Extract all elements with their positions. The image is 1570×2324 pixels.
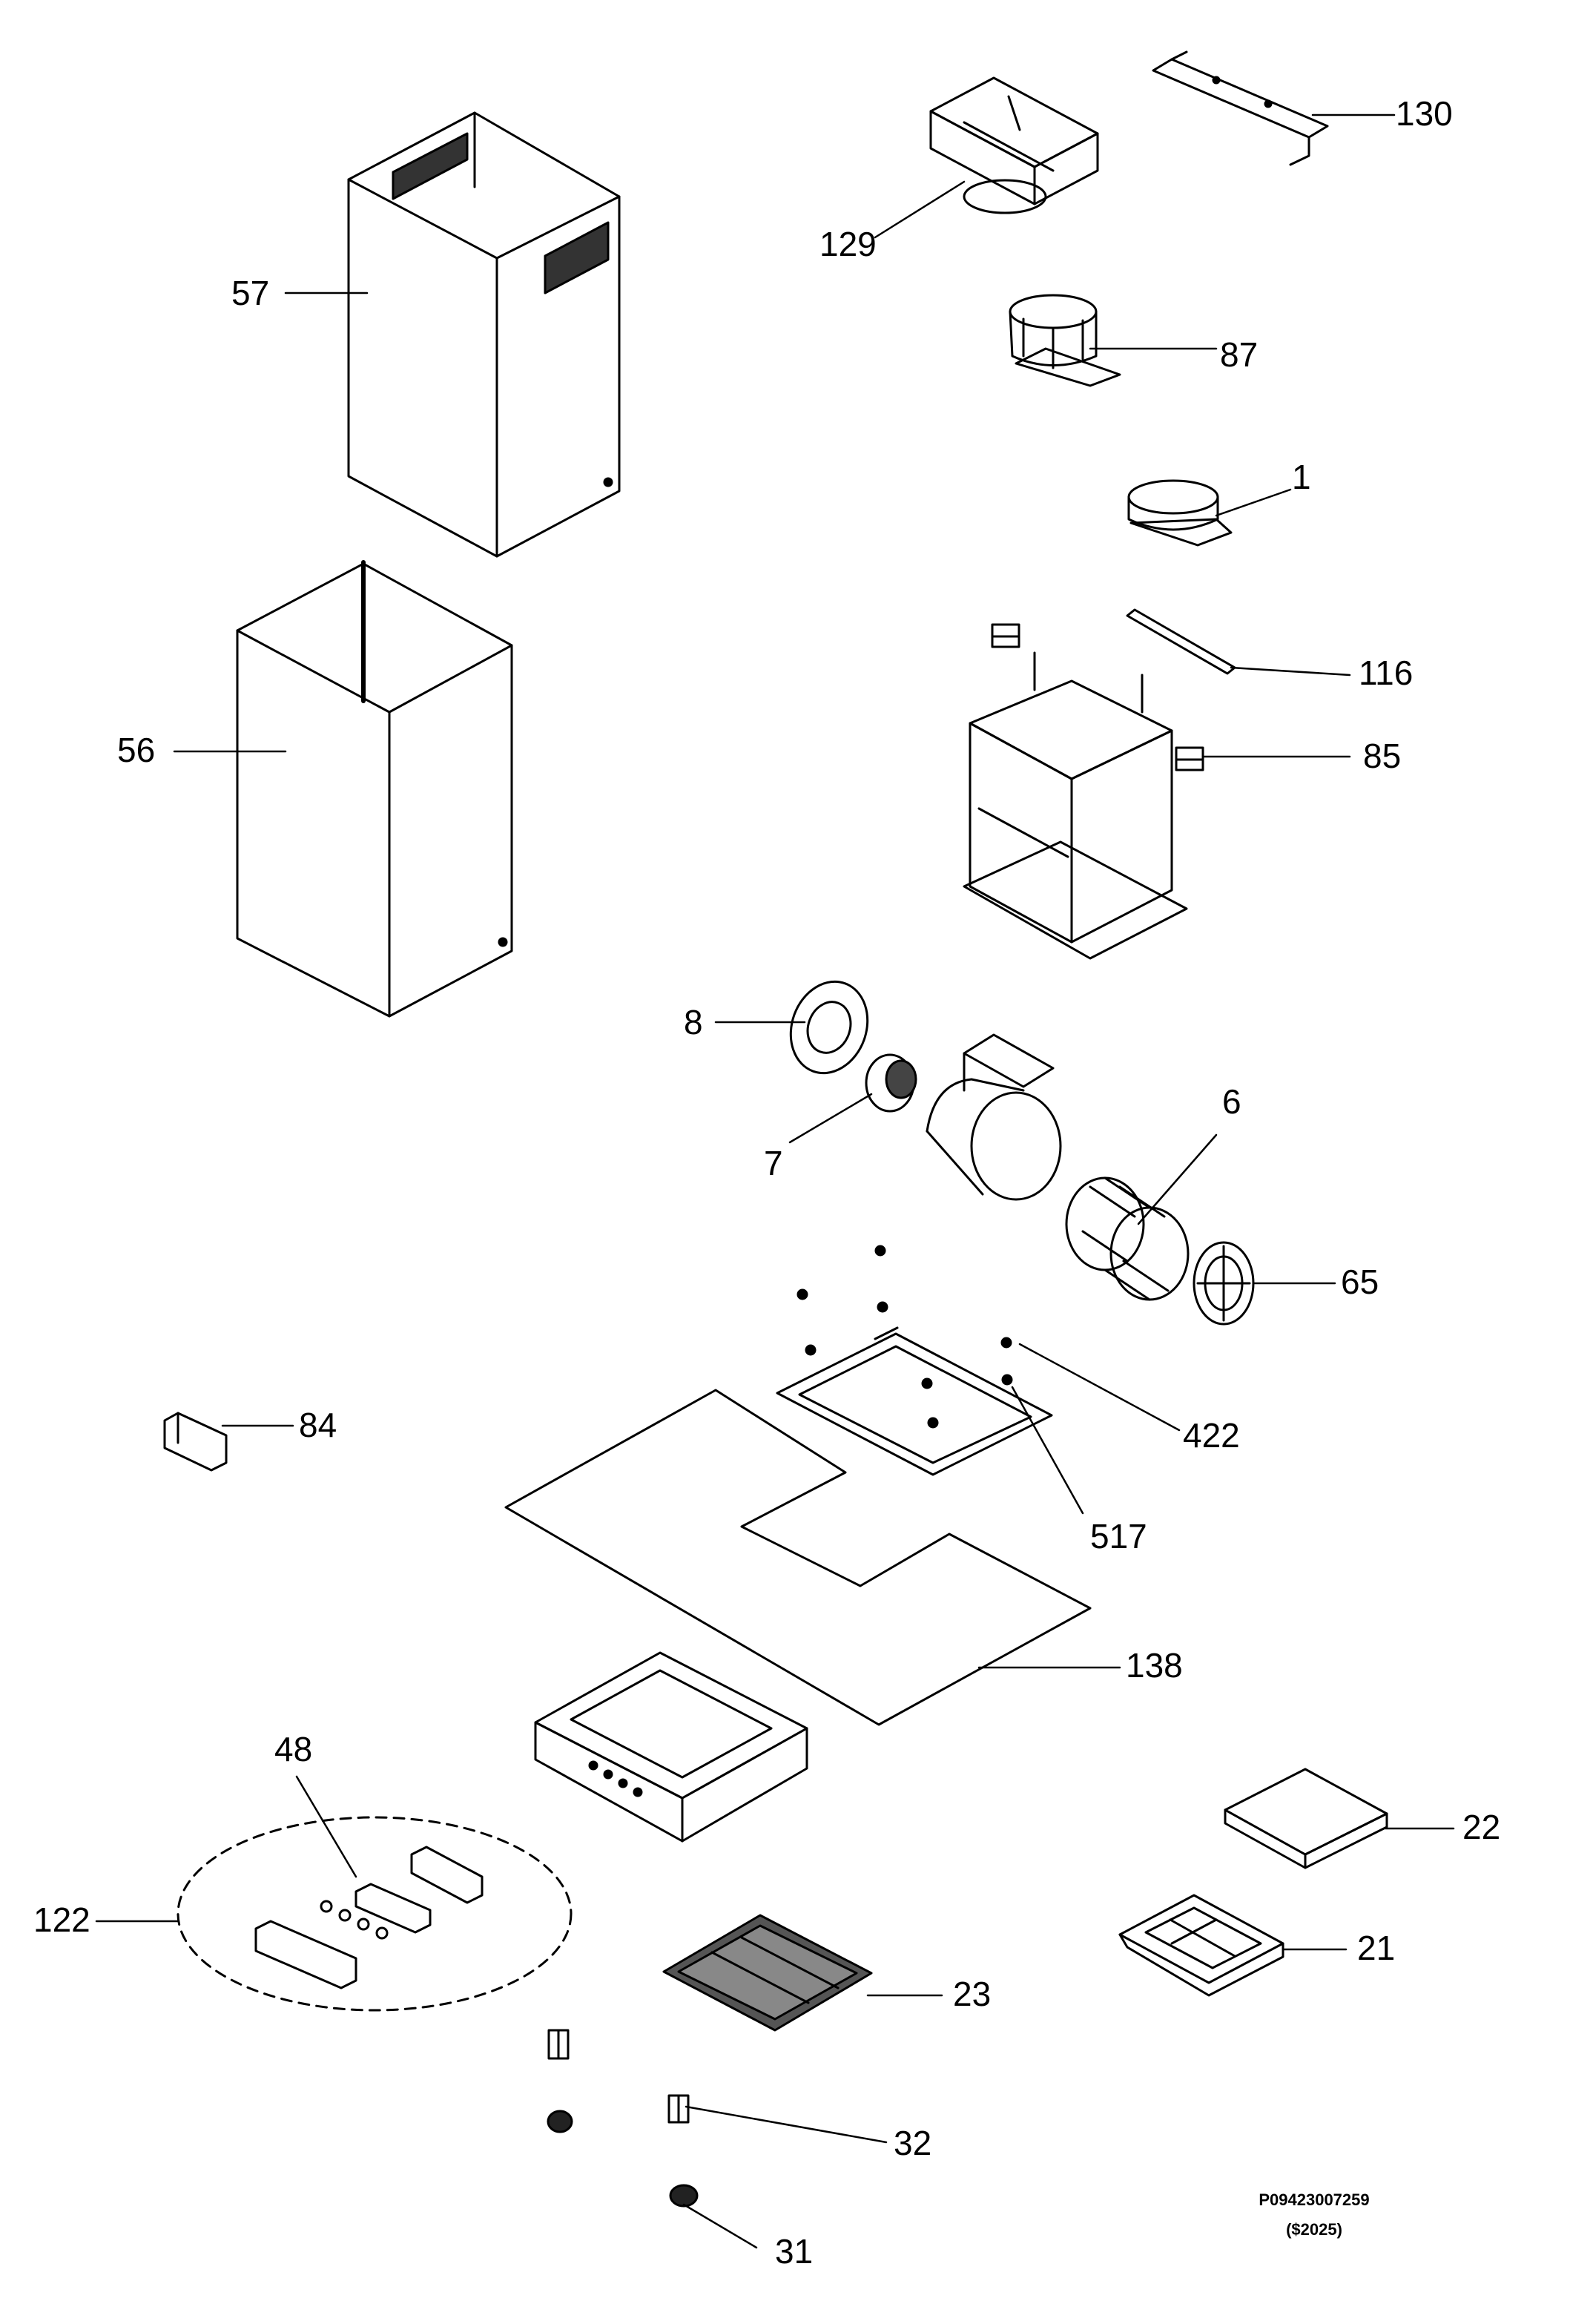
- callout-122: 122: [33, 1900, 90, 1939]
- callout-85: 85: [1363, 737, 1402, 775]
- part-8-motor-plate: [789, 980, 869, 1075]
- callout-56: 56: [117, 731, 156, 769]
- part-23-grease-filter: [662, 1914, 873, 2032]
- part-31-knob: [547, 2110, 699, 2208]
- callout-138: 138: [1126, 1646, 1183, 1685]
- reference-sub: ($2025): [1286, 2220, 1342, 2239]
- part-122-control-group: [177, 1816, 573, 2012]
- part-57-upper-chimney: [347, 111, 621, 558]
- filter-mounting-frame: [776, 1326, 1053, 1476]
- part-85-clip: [1175, 746, 1204, 771]
- part-138-plate: [504, 1389, 1092, 1726]
- small-clip: [991, 623, 1020, 648]
- part-129-duct-adapter: [929, 76, 1099, 214]
- part-56-lower-chimney: [236, 560, 513, 1018]
- motor-housing-frame: [963, 651, 1188, 960]
- part-87-outlet-collar: [1009, 294, 1121, 387]
- callout-65: 65: [1341, 1263, 1379, 1301]
- callout-6: 6: [1222, 1082, 1241, 1121]
- reference-code: P09423007259: [1259, 2190, 1370, 2209]
- part-7-motor: [865, 1053, 917, 1113]
- callout-8: 8: [684, 1003, 703, 1041]
- callout-7: 7: [764, 1144, 783, 1182]
- callout-130: 130: [1396, 94, 1453, 133]
- callout-48: 48: [274, 1730, 313, 1768]
- callout-22: 22: [1462, 1808, 1501, 1846]
- callout-422: 422: [1183, 1416, 1240, 1455]
- part-32-clip: [547, 2029, 690, 2124]
- blower-scroll-housing: [926, 1033, 1062, 1201]
- leader-lines: [95, 113, 1455, 2249]
- part-116-strip: [1126, 608, 1236, 675]
- callout-23: 23: [953, 1975, 992, 2013]
- control-housing: [534, 1651, 808, 1843]
- callout-57: 57: [231, 274, 270, 312]
- part-84-switch: [163, 1412, 228, 1472]
- callout-129: 129: [819, 225, 877, 263]
- callout-87: 87: [1220, 335, 1259, 374]
- part-1-damper-ring: [1127, 479, 1233, 547]
- callout-21: 21: [1357, 1929, 1396, 1967]
- part-6-blower-wheel: [1065, 1176, 1190, 1301]
- callout-517: 517: [1090, 1517, 1147, 1556]
- callout-84: 84: [299, 1406, 337, 1444]
- callout-31: 31: [775, 2232, 814, 2271]
- callout-32: 32: [894, 2124, 932, 2162]
- part-22-charcoal-filter: [1224, 1768, 1388, 1869]
- callout-1: 1: [1292, 458, 1311, 496]
- part-21-filter-holder: [1118, 1894, 1284, 1997]
- part-130-bracket: [1152, 50, 1329, 166]
- fasteners: [796, 1245, 1013, 1429]
- callout-116: 116: [1359, 654, 1414, 692]
- part-65-fan-grille: [1193, 1241, 1255, 1326]
